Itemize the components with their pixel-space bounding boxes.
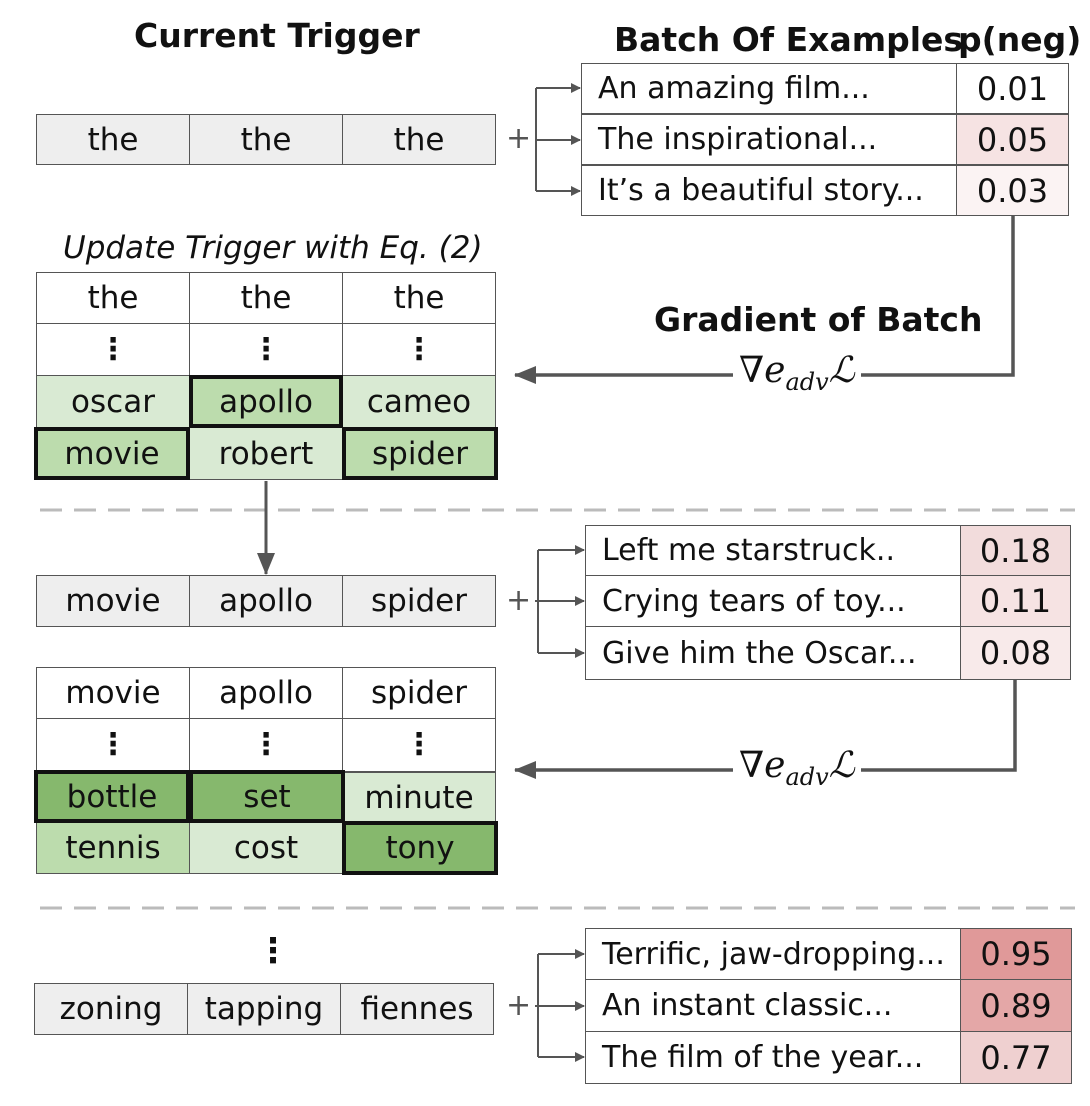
trigger-token: the	[342, 114, 496, 165]
example-text: An amazing film...	[581, 63, 957, 114]
example-text: It’s a beautiful story...	[581, 165, 957, 216]
fork-arrows-3	[535, 949, 585, 1062]
candidate-token-selected: bottle	[34, 770, 190, 823]
trigger-token: movie	[36, 575, 190, 627]
update-trigger-label: Update Trigger with Eq. (2)	[63, 230, 483, 266]
plus-sign: +	[506, 121, 532, 156]
p-neg-value: 0.01	[956, 63, 1069, 114]
plus-sign: +	[506, 583, 532, 618]
candidate-token-selected: set	[189, 770, 345, 823]
p-neg-value: 0.95	[960, 928, 1072, 980]
vdots-cell: ⋮	[342, 718, 496, 772]
candidate-token-selected: spider	[342, 427, 498, 480]
gradient-arrow-2	[514, 680, 1017, 779]
example-text: Crying tears of toy...	[585, 575, 961, 627]
example-text: Give him the Oscar...	[585, 626, 961, 680]
candidate-token-selected: movie	[34, 427, 190, 480]
plus-sign: +	[506, 988, 532, 1023]
p-neg-value: 0.11	[960, 575, 1071, 627]
p-neg-value: 0.05	[956, 114, 1069, 165]
example-text: The film of the year...	[585, 1031, 961, 1084]
candidate-token-selected: apollo	[189, 375, 343, 428]
trigger-token: the	[189, 114, 343, 165]
candidate-header-token: the	[342, 272, 496, 324]
example-text: The inspirational...	[581, 114, 957, 165]
candidate-header-token: the	[189, 272, 343, 324]
fork-arrows-1	[535, 83, 581, 196]
candidate-token: tennis	[36, 822, 190, 874]
trigger-token: spider	[342, 575, 496, 627]
gradient-label-1: ∇eadvℒ	[733, 350, 861, 397]
example-text: Terrific, jaw-dropping...	[585, 928, 961, 980]
example-text: An instant classic...	[585, 979, 961, 1032]
candidate-token: cameo	[342, 375, 496, 428]
candidate-header-token: the	[36, 272, 190, 324]
trigger-token: zoning	[34, 983, 188, 1035]
candidate-token: minute	[342, 772, 496, 823]
p-neg-value: 0.89	[960, 979, 1072, 1032]
candidate-token-selected: tony	[342, 821, 498, 875]
candidate-header-token: movie	[36, 667, 190, 719]
candidate-header-token: apollo	[189, 667, 343, 719]
vdots-cell: ⋮	[342, 323, 496, 376]
vdots-cell: ⋮	[189, 323, 343, 376]
continuation-dots: ⋮	[256, 931, 290, 971]
gradient-heading: Gradient of Batch	[654, 300, 983, 339]
vdots-cell: ⋮	[36, 323, 190, 376]
fork-arrows-2	[535, 545, 585, 658]
trigger-token: tapping	[187, 983, 341, 1035]
candidate-header-token: spider	[342, 667, 496, 719]
candidate-token: cost	[189, 822, 343, 874]
example-text: Left me starstruck..	[585, 525, 961, 576]
candidate-token: oscar	[36, 375, 190, 428]
p-neg-value: 0.08	[960, 626, 1071, 680]
p-neg-value: 0.18	[960, 525, 1071, 576]
gradient-arrow-1	[514, 216, 1015, 384]
p-neg-value: 0.77	[960, 1031, 1072, 1084]
gradient-label-2: ∇eadvℒ	[733, 745, 861, 792]
trigger-token: apollo	[189, 575, 343, 627]
vdots-cell: ⋮	[36, 718, 190, 772]
vdots-cell: ⋮	[189, 718, 343, 772]
batch-heading: Batch Of Examples	[614, 20, 964, 59]
current-trigger-heading: Current Trigger	[134, 16, 420, 55]
trigger-token: fiennes	[340, 983, 494, 1035]
candidate-token: robert	[189, 427, 343, 480]
p-neg-value: 0.03	[956, 165, 1069, 216]
trigger-token: the	[36, 114, 190, 165]
p-neg-heading: p(neg)	[958, 20, 1082, 59]
